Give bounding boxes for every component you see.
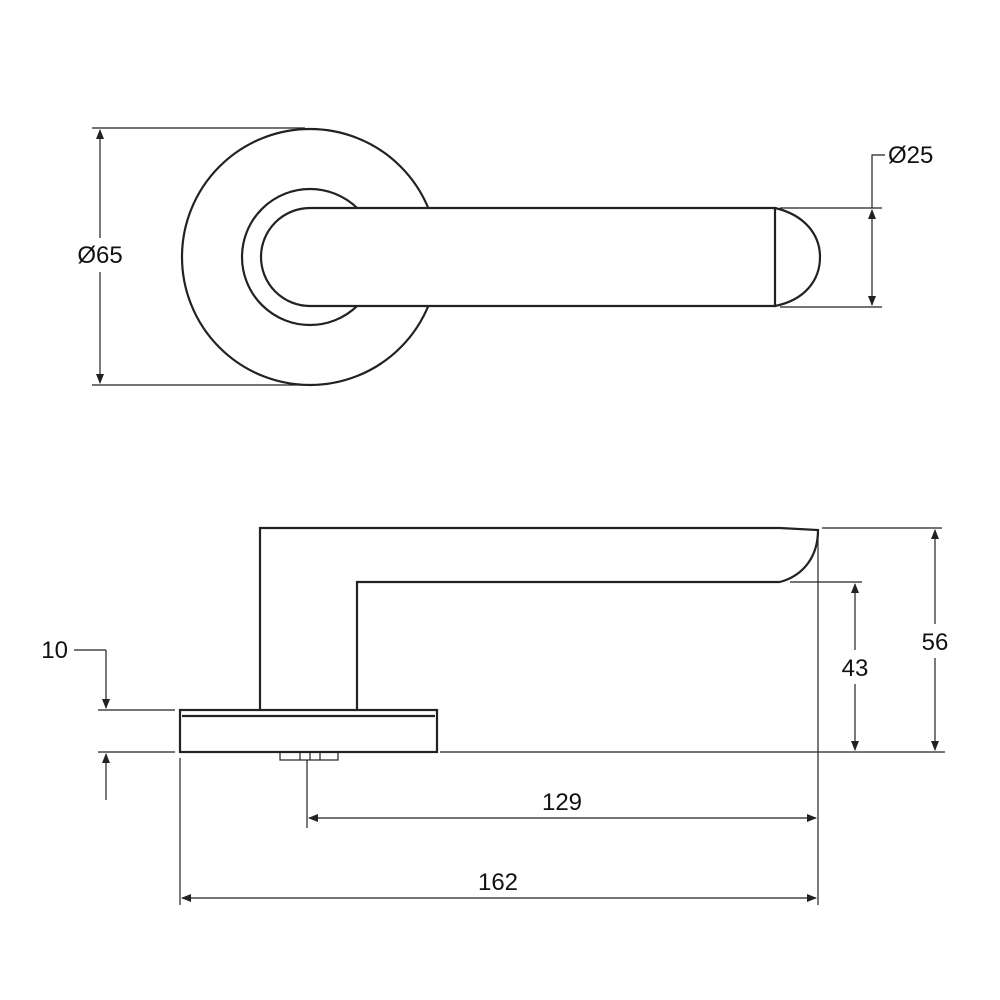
spindle-stub [279, 751, 339, 761]
dim-overall-length: 162 [478, 869, 518, 896]
dim-rose-diameter: Ø65 [77, 242, 122, 269]
lever-front-tip [774, 206, 822, 308]
lever-side-tip [779, 526, 820, 584]
front-view: Ø65 Ø25 [70, 127, 933, 387]
dim-lever-diameter: Ø25 [888, 142, 933, 169]
dim-overall-height: 56 [922, 629, 949, 656]
dim-leader-lever-diameter [871, 154, 885, 208]
lever-front-outline [259, 206, 777, 308]
dim-rose-thickness: 10 [41, 637, 68, 664]
dim-lever-projection: 129 [542, 789, 582, 816]
side-view: 10 43 56 129 162 [41, 526, 958, 905]
lever-side-outline [258, 526, 780, 710]
dim-lever-height: 43 [842, 655, 869, 682]
